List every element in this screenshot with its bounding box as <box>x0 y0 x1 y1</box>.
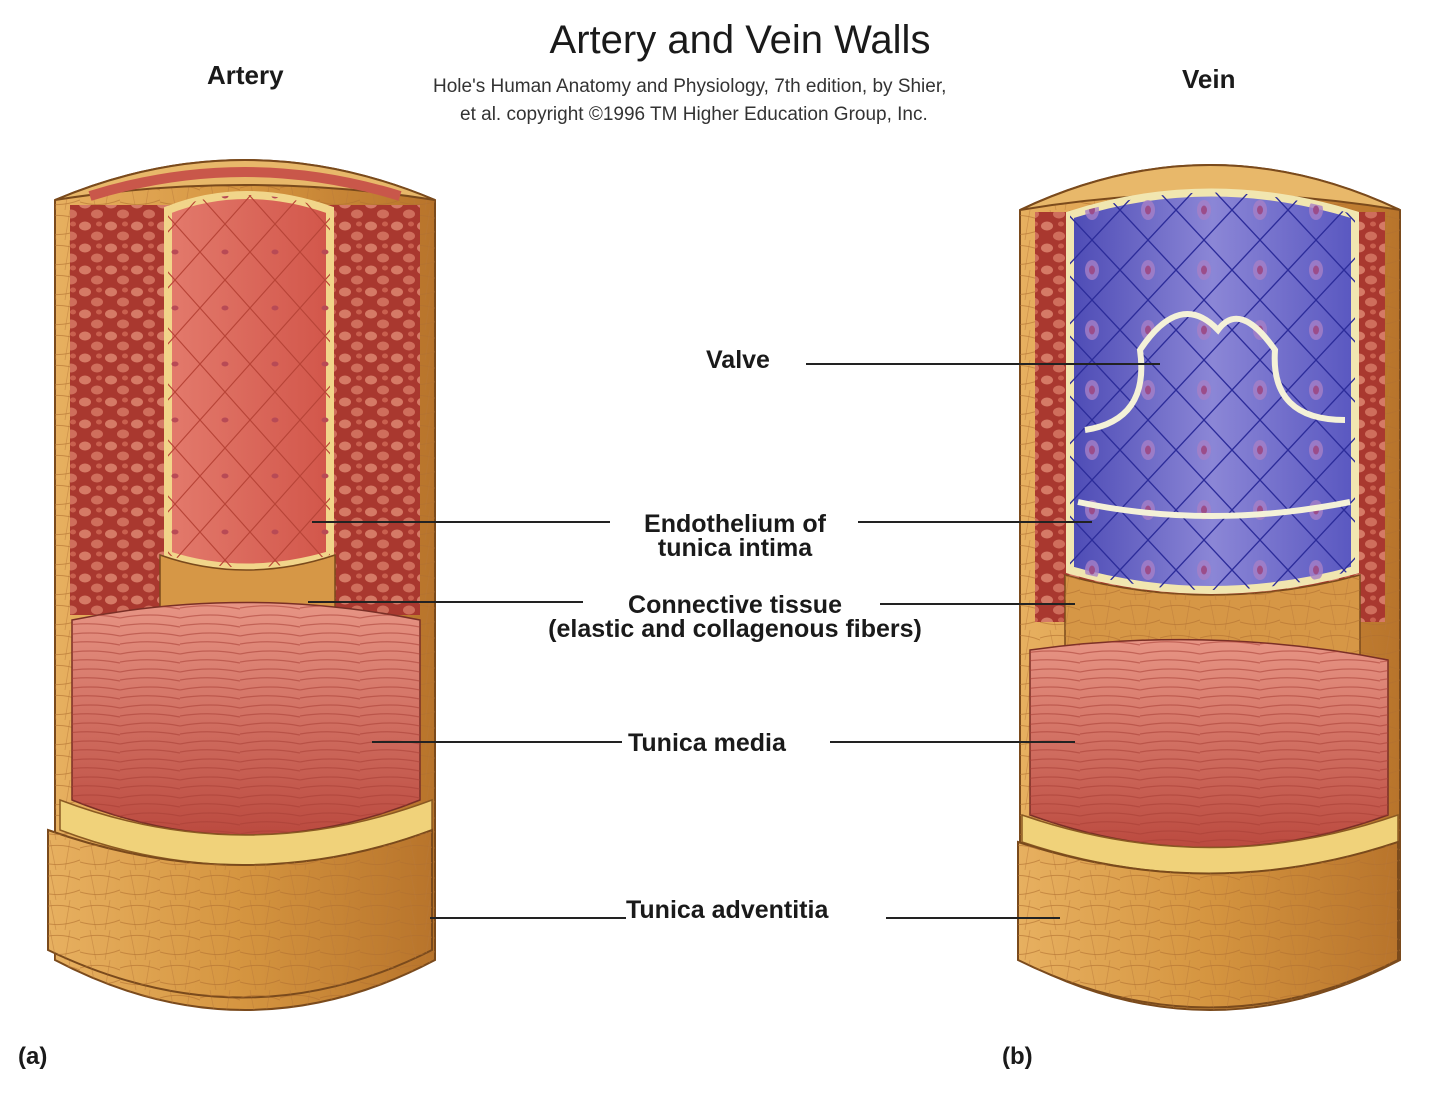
tunica-adventitia-label: Tunica adventitia <box>626 896 829 924</box>
diagram-title: Artery and Vein Walls <box>549 18 931 62</box>
tunica-media-label: Tunica media <box>628 729 786 757</box>
valve-label: Valve <box>706 346 770 374</box>
artery-drawing <box>47 159 436 1011</box>
vein-heading: Vein <box>1182 64 1236 94</box>
credit-line-2: et al. copyright ©1996 TM Higher Educati… <box>460 104 928 125</box>
artery-heading: Artery <box>207 60 284 90</box>
connective-label-line1: Connective tissue <box>628 591 842 619</box>
leader-lines <box>308 363 1160 919</box>
connective-tissue-label: Connective tissue (elastic and collageno… <box>480 591 990 643</box>
vein-drawing <box>1017 164 1401 1011</box>
endothelium-label: Endothelium of tunica intima <box>580 510 890 562</box>
connective-label-line2: (elastic and collagenous fibers) <box>548 615 922 643</box>
endothelium-label-line2: tunica intima <box>657 534 813 562</box>
endothelium-label-line1: Endothelium of <box>644 510 826 538</box>
credit-line-1: Hole's Human Anatomy and Physiology, 7th… <box>433 76 947 97</box>
part-label-a: (a) <box>18 1043 48 1070</box>
part-label-b: (b) <box>1002 1043 1033 1070</box>
